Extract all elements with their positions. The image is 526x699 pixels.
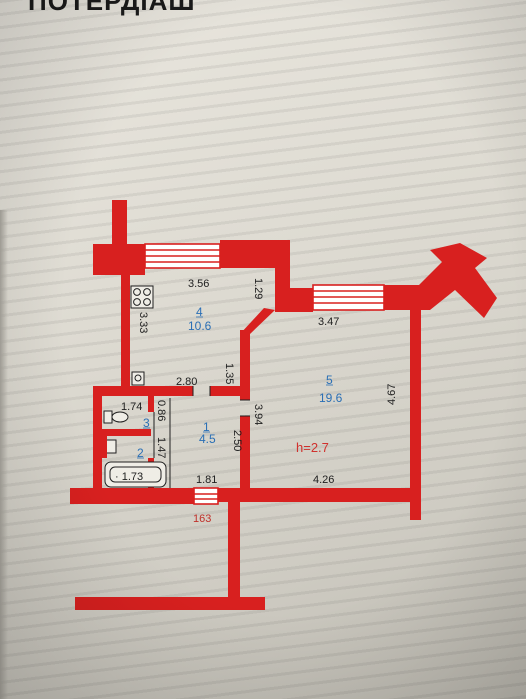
door-icon (153, 386, 250, 488)
window-icon (144, 243, 221, 269)
wall-living-top-left (275, 288, 313, 312)
dim-hall-width: 1.81 (196, 474, 217, 486)
wall-bottom-right (218, 488, 418, 502)
ceiling-height-label: h=2.7 (296, 440, 329, 455)
wall-living-left-upper (240, 330, 250, 400)
wall-wc-bath-divider (93, 429, 151, 436)
room-number-2: 2 (137, 446, 144, 460)
dim-living-depth: 4.67 (386, 384, 398, 405)
walls (70, 200, 497, 610)
room-number-4: 4 (196, 305, 203, 319)
window-icon (193, 487, 219, 505)
dim-kitchen-width: 3.56 (188, 278, 209, 290)
room-number-3: 3 (143, 416, 150, 430)
dim-living-left: 3.94 (252, 404, 264, 425)
stove-icon (130, 285, 154, 309)
page-edge (0, 210, 8, 699)
dim-wc-width: 1.74 (121, 401, 142, 413)
wall-bottom-left (70, 488, 195, 504)
wall-top-left-block (93, 244, 145, 275)
entry-number: 163 (193, 513, 211, 525)
sink-icon (131, 371, 145, 386)
room-area-1: 4.5 (199, 432, 216, 446)
window-icon (312, 284, 385, 311)
dim-kitchen-bottom: 2.80 (176, 376, 197, 388)
room-number-5: 5 (326, 373, 333, 387)
dim-bath-width: · 1.73 (115, 471, 143, 483)
wall-left-outer (121, 244, 130, 389)
wall-left-chimney (112, 200, 127, 250)
dim-hall-depth: 2.50 (231, 430, 243, 451)
wall-balcony-arrow (418, 243, 497, 318)
dim-wc-depth: 0.86 (155, 400, 167, 421)
dim-kitchen-niche: 1.29 (252, 278, 264, 299)
wall-kitchen-right (275, 240, 290, 300)
wall-living-left-lower (240, 416, 250, 493)
toilet-icon (103, 410, 129, 424)
dim-living-width-top: 3.47 (318, 316, 339, 328)
dim-kitchen-depth: 3.33 (137, 312, 149, 333)
dim-passage: 1.35 (223, 363, 235, 384)
room-area-4: 10.6 (188, 319, 212, 333)
bathtub-icon (104, 461, 167, 488)
wall-diagonal (240, 308, 275, 334)
wall-bath-left-notch (102, 436, 107, 458)
room-area-5: 19.6 (319, 391, 343, 405)
wall-left-lower (93, 386, 102, 502)
page-heading-fragment: ПОТЕРДІАШ (28, 0, 196, 16)
wall-kitchen-bottom-right (210, 386, 240, 396)
wall-kitchen-bottom-left (93, 386, 193, 396)
wall-right-outer (410, 300, 421, 520)
room-number-1: 1 (203, 420, 210, 434)
wall-bottom-base (75, 597, 265, 610)
dim-living-width-bottom: 4.26 (313, 474, 334, 486)
wall-wc-right-upper (148, 396, 154, 412)
wall-corridor (228, 502, 240, 600)
dim-bath-depth: 1.47 (155, 437, 167, 458)
